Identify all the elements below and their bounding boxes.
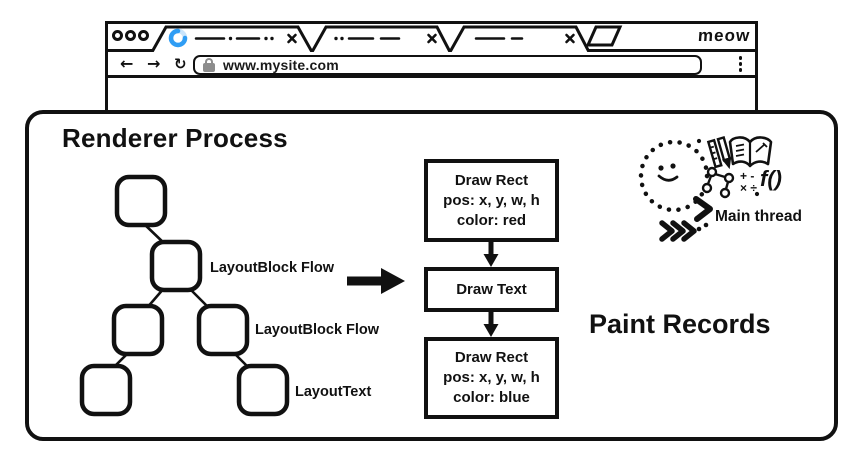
tab-3[interactable]	[448, 25, 591, 52]
paint-record-draw-text: Draw Text	[424, 267, 559, 312]
window-controls	[112, 30, 149, 41]
tree-label-layouttext: LayoutText	[295, 384, 372, 400]
new-tab-icon[interactable]	[585, 25, 623, 47]
menu-icon[interactable]	[738, 56, 742, 72]
down-arrow-icon	[483, 311, 499, 337]
main-thread-label: Main thread	[715, 208, 802, 225]
paint-line: color: red	[456, 211, 527, 229]
paint-record-draw-rect-blue: Draw Rect pos: x, y, w, h color: blue	[424, 337, 559, 419]
transform-arrow-icon	[347, 268, 405, 294]
paint-line: Draw Rect	[454, 349, 529, 366]
paint-line: Draw Text	[456, 280, 527, 298]
tree-node-leaf-left	[79, 363, 133, 417]
traffic-light-icon[interactable]	[112, 30, 123, 41]
tree-node-root	[114, 174, 168, 228]
browser-toolbar: ← → ↻ www.mysite.com	[108, 52, 755, 78]
book-icon	[728, 136, 773, 168]
dot-trail	[696, 138, 760, 232]
traffic-light-icon[interactable]	[125, 30, 136, 41]
paint-records-heading: Paint Records	[589, 309, 771, 339]
spinner-icon	[168, 28, 188, 48]
tabs-graphic	[150, 25, 623, 52]
tab-1[interactable]	[150, 25, 314, 52]
traffic-light-icon[interactable]	[138, 30, 149, 41]
chevron-arrow-icon	[693, 196, 713, 222]
tree-node-layouttext	[236, 363, 290, 417]
paint-line: pos: x, y, w, h	[443, 369, 540, 386]
tree-label-layoutblock-flow-2: LayoutBlock Flow	[255, 322, 380, 338]
paint-record-draw-rect-red: Draw Rect pos: x, y, w, h color: red	[424, 159, 559, 242]
tree-node-child-left	[111, 303, 165, 357]
paint-line: Draw Rect	[454, 171, 529, 189]
main-thread-face-icon	[638, 139, 710, 213]
tab-close-icon[interactable]	[565, 33, 575, 44]
layout-tree	[79, 174, 290, 417]
tree-node-layoutblock-2	[196, 303, 250, 357]
tree-node-layoutblock-1	[149, 239, 203, 293]
address-bar[interactable]: www.mysite.com	[193, 55, 702, 75]
url-text[interactable]: www.mysite.com	[223, 57, 339, 73]
graph-icon	[701, 166, 735, 199]
browser-window: meow ← → ↻ www.mysite.com	[105, 21, 758, 116]
function-icon: f()	[760, 166, 782, 191]
face-eyes	[658, 163, 676, 171]
tab-strip: meow	[108, 24, 755, 52]
tab-2[interactable]	[310, 25, 452, 52]
down-arrow-icon	[483, 241, 499, 267]
forward-icon[interactable]: →	[147, 54, 161, 73]
tab-close-icon[interactable]	[427, 33, 437, 44]
window-label: meow	[697, 26, 751, 45]
reload-icon[interactable]: ↻	[174, 55, 187, 73]
renderer-process-box: Renderer Process LayoutBlock Flow Layout…	[25, 110, 838, 441]
lock-icon	[202, 58, 216, 72]
back-icon[interactable]: ←	[120, 54, 134, 73]
paint-line: color: blue	[453, 389, 530, 406]
paint-line: pos: x, y, w, h	[443, 191, 540, 209]
main-thread-doodle: + - × ÷ f()	[638, 136, 782, 242]
math-symbols: × ÷	[740, 181, 757, 195]
triple-chevron-icon	[659, 220, 697, 242]
tab-close-icon[interactable]	[287, 33, 297, 44]
tab-title-placeholder	[194, 36, 274, 41]
face-smile	[657, 174, 679, 182]
tab-title-placeholder	[334, 36, 401, 41]
ruler-pencil-icon	[706, 136, 732, 170]
renderer-process-title: Renderer Process	[62, 123, 288, 153]
math-symbols: + -	[740, 169, 754, 183]
tree-label-layoutblock-flow-1: LayoutBlock Flow	[210, 260, 335, 276]
